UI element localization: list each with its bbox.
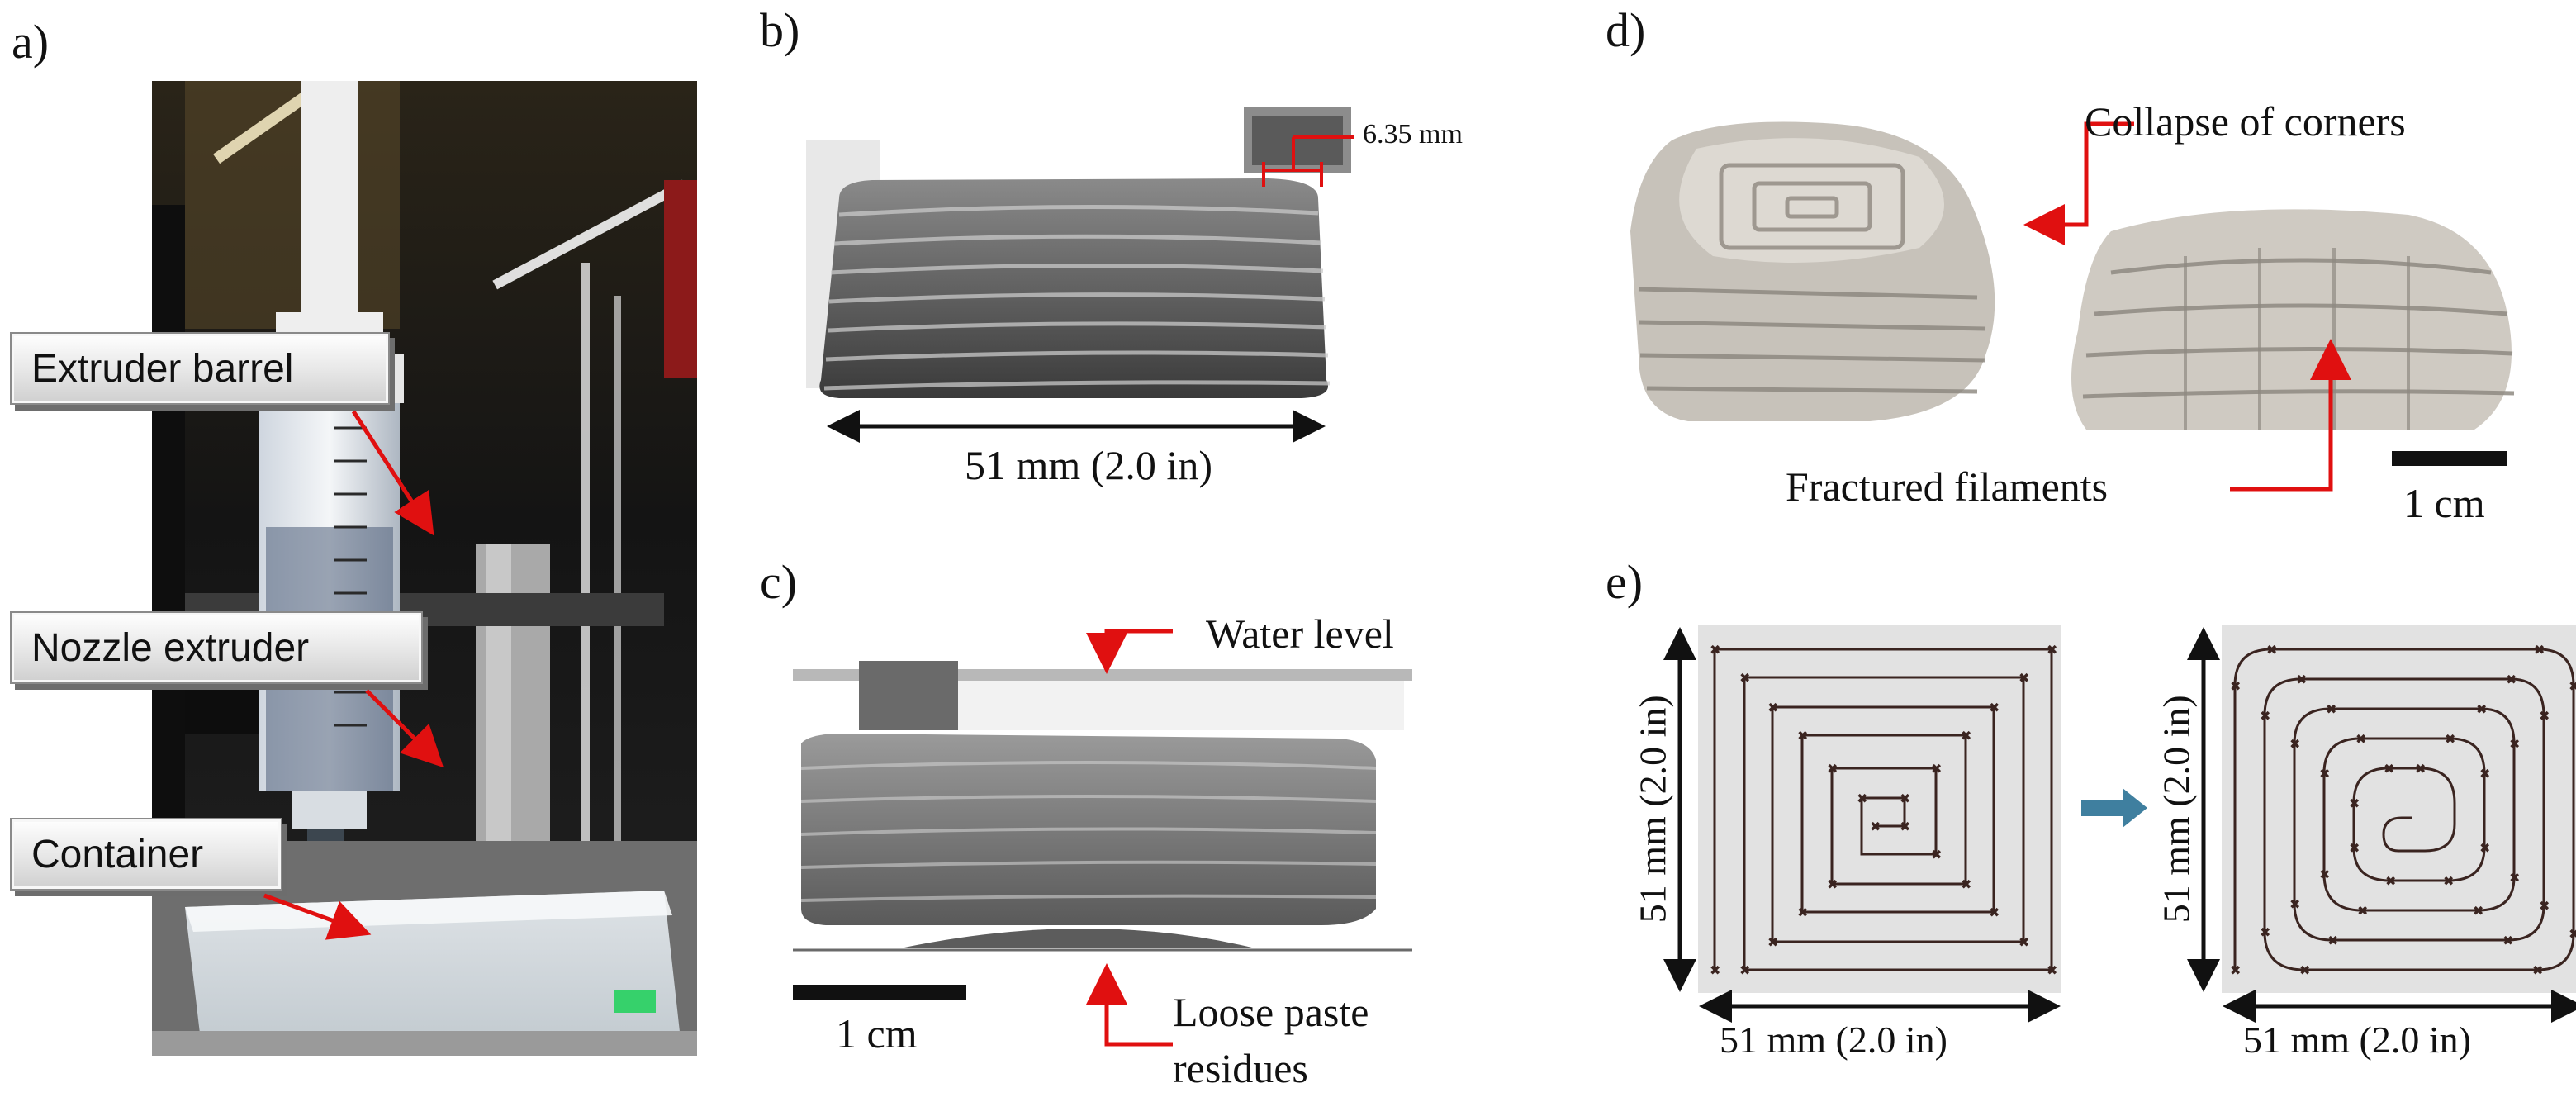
callout-extruder-barrel: Extruder barrel (10, 332, 390, 405)
svg-text:✖: ✖ (1739, 964, 1750, 978)
svg-text:✖: ✖ (2019, 672, 2029, 686)
callout-nozzle-extruder: Nozzle extruder (10, 611, 423, 684)
nozzle-diameter-label: 6.35 mm (1363, 119, 1463, 150)
svg-text:✖: ✖ (2509, 872, 2520, 886)
svg-text:✖: ✖ (2445, 733, 2455, 747)
panel-label-a: a) (12, 15, 50, 69)
svg-text:✖: ✖ (2019, 936, 2029, 950)
svg-text:✖: ✖ (2266, 644, 2277, 658)
svg-text:✖: ✖ (2299, 964, 2310, 978)
svg-text:✖: ✖ (2349, 797, 2360, 811)
svg-text:✖: ✖ (1900, 820, 1910, 834)
svg-text:✖: ✖ (2260, 710, 2270, 724)
svg-text:✖: ✖ (1710, 964, 1720, 978)
svg-text:✖: ✖ (2326, 703, 2336, 717)
svg-text:✖: ✖ (2289, 738, 2300, 752)
dim-left-vertical-label: 51 mm (2.0 in) (1631, 695, 1674, 924)
svg-text:✖: ✖ (1827, 878, 1838, 892)
fractured-sample-photo-right (2061, 182, 2524, 446)
svg-text:✖: ✖ (2479, 767, 2490, 781)
panel-label-d: d) (1606, 3, 1646, 57)
svg-text:✖: ✖ (2047, 964, 2057, 978)
svg-text:✖: ✖ (1767, 936, 1778, 950)
svg-text:✖: ✖ (1989, 906, 2000, 920)
svg-text:✖: ✖ (2289, 898, 2300, 912)
svg-text:✖: ✖ (2349, 842, 2360, 856)
svg-text:✖: ✖ (2506, 673, 2517, 687)
svg-text:✖: ✖ (2569, 928, 2576, 942)
water-level-label: Water level (1206, 610, 1394, 657)
panel-label-e: e) (1606, 555, 1644, 609)
svg-text:✖: ✖ (1870, 820, 1881, 834)
svg-text:✖: ✖ (2473, 905, 2483, 919)
dim-right-horizontal-label: 51 mm (2.0 in) (2243, 1019, 2471, 1061)
svg-text:✖: ✖ (1739, 672, 1750, 686)
svg-text:✖: ✖ (1961, 878, 1971, 892)
svg-text:✖: ✖ (2539, 900, 2550, 914)
svg-text:✖: ✖ (2260, 926, 2270, 940)
collapse-corners-label: Collapse of corners (2085, 98, 2406, 145)
svg-text:✖: ✖ (2532, 964, 2543, 978)
panel-label-b: b) (760, 3, 800, 57)
svg-text:✖: ✖ (1710, 644, 1720, 658)
svg-text:✖: ✖ (2296, 673, 2307, 687)
svg-text:✖: ✖ (1797, 906, 1808, 920)
svg-text:✖: ✖ (2443, 875, 2454, 889)
scale-bar-label-d: 1 cm (2403, 480, 2485, 526)
scale-bar-label-c: 1 cm (836, 1010, 918, 1057)
svg-text:✖: ✖ (1931, 762, 1942, 777)
svg-text:✖: ✖ (2357, 905, 2368, 919)
svg-text:✖: ✖ (2230, 964, 2241, 978)
svg-text:✖: ✖ (1931, 848, 1942, 862)
svg-text:✖: ✖ (2319, 767, 2330, 781)
dim-left-horizontal-label: 51 mm (2.0 in) (1720, 1019, 1947, 1061)
paste-residues-label-line1: Loose paste (1173, 989, 1369, 1035)
svg-text:✖: ✖ (2539, 710, 2550, 724)
svg-text:✖: ✖ (2230, 680, 2241, 694)
svg-text:✖: ✖ (2476, 703, 2487, 717)
svg-text:✖: ✖ (2355, 733, 2366, 747)
submerged-sample-photo-c (793, 661, 1412, 958)
svg-text:✖: ✖ (2569, 680, 2576, 694)
width-dimension-label-b: 51 mm (2.0 in) (965, 442, 1212, 488)
svg-text:✖: ✖ (2384, 762, 2394, 777)
printed-sample-photo-b (806, 107, 1351, 405)
svg-text:✖: ✖ (1900, 792, 1910, 806)
paste-residues-label-line2: residues (1173, 1045, 1308, 1091)
svg-text:✖: ✖ (1857, 792, 1867, 806)
panel-label-c: c) (760, 555, 798, 609)
collapsed-sample-photo-left (1622, 107, 2019, 438)
dim-right-vertical-label: 51 mm (2.0 in) (2155, 695, 2198, 924)
svg-text:✖: ✖ (2319, 868, 2330, 882)
svg-text:✖: ✖ (1767, 701, 1778, 715)
fractured-filaments-label: Fractured filaments (1786, 463, 2109, 510)
svg-text:✖: ✖ (2534, 644, 2545, 658)
svg-text:✖: ✖ (2047, 644, 2057, 658)
svg-text:✖: ✖ (2415, 762, 2426, 777)
callout-container: Container (10, 818, 282, 891)
svg-text:✖: ✖ (2385, 875, 2396, 889)
svg-text:✖: ✖ (2502, 934, 2513, 948)
svg-text:✖: ✖ (2327, 934, 2338, 948)
svg-text:✖: ✖ (1989, 701, 2000, 715)
svg-text:✖: ✖ (1797, 729, 1808, 743)
svg-text:✖: ✖ (1961, 729, 1971, 743)
svg-text:✖: ✖ (2509, 738, 2520, 752)
svg-text:✖: ✖ (1827, 762, 1838, 777)
svg-text:✖: ✖ (2479, 842, 2490, 856)
